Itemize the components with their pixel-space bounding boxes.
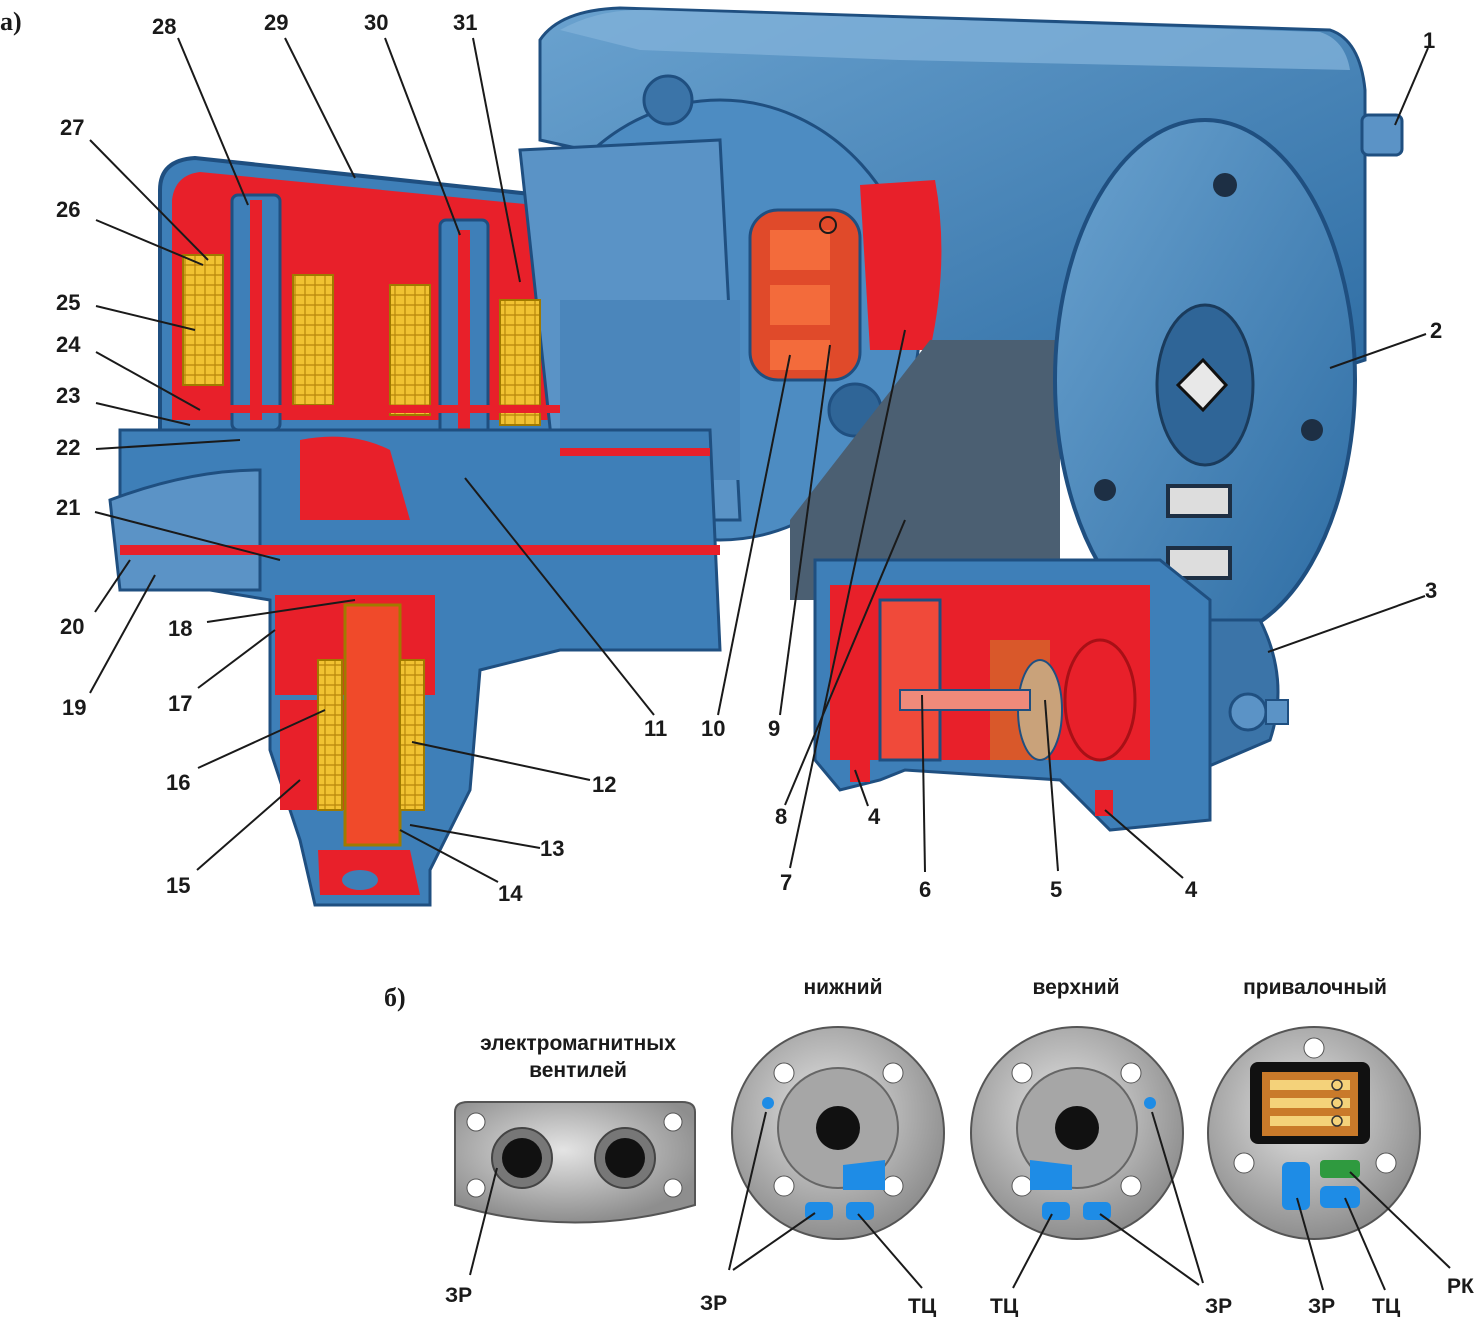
callout-30: 30	[364, 10, 388, 35]
callout-20: 20	[60, 614, 84, 639]
callout-13: 13	[540, 836, 564, 861]
callout-2: 2	[1430, 318, 1442, 343]
callout-23: 23	[56, 383, 80, 408]
callout-16: 16	[166, 770, 190, 795]
callout-17: 17	[168, 691, 192, 716]
callout-15: 15	[166, 873, 190, 898]
callout-22: 22	[56, 435, 80, 460]
callout-25: 25	[56, 290, 80, 315]
callout-5: 5	[1050, 877, 1062, 902]
callout-31: 31	[453, 10, 477, 35]
valve-body-illustration	[108, 6, 1404, 907]
callout-4-right: 4	[1185, 877, 1198, 902]
callout-4-left: 4	[868, 804, 881, 829]
flange-port-illustration	[454, 1101, 696, 1224]
callout-27: 27	[60, 115, 84, 140]
solenoid-flange-title-line1: электромагнитных	[480, 1032, 676, 1055]
attachment-flange-tc-label: ТЦ	[1372, 1295, 1401, 1317]
lower-flange-title: нижний	[804, 976, 883, 999]
upper-flange-title: верхний	[1032, 976, 1119, 999]
callout-26: 26	[56, 197, 80, 222]
solenoid-flange: электромагнитных вентилей ЗР	[445, 1032, 696, 1307]
callout-7: 7	[780, 870, 792, 895]
callout-numbers: 1 2 3 4 4 5 6 7 8 9 10 11 12 13 14 15 16…	[56, 10, 1442, 906]
callout-1: 1	[1423, 28, 1435, 53]
callout-29: 29	[264, 10, 288, 35]
attachment-flange: привалочный ЗР ТЦ РК	[1207, 976, 1474, 1317]
lower-flange: нижний ЗР ТЦ	[700, 976, 945, 1317]
callout-11: 11	[644, 716, 667, 741]
callout-19: 19	[62, 695, 86, 720]
upper-flange: верхний ТЦ ЗР	[970, 976, 1232, 1317]
section-a-label: а)	[0, 7, 22, 36]
lower-flange-zr-label: ЗР	[700, 1292, 727, 1315]
callout-6: 6	[919, 877, 931, 902]
lower-flange-tc-label: ТЦ	[908, 1295, 937, 1317]
attachment-flange-zr-label: ЗР	[1308, 1295, 1335, 1317]
solenoid-flange-zr-label: ЗР	[445, 1284, 472, 1307]
callout-28: 28	[152, 14, 176, 39]
callout-18: 18	[168, 616, 192, 641]
callout-3: 3	[1425, 578, 1437, 603]
section-b-label: б)	[384, 983, 406, 1012]
upper-flange-tc-label: ТЦ	[990, 1295, 1019, 1317]
callout-21: 21	[56, 495, 80, 520]
upper-flange-zr-label: ЗР	[1205, 1295, 1232, 1317]
callout-12: 12	[592, 772, 616, 797]
callout-8: 8	[775, 804, 787, 829]
leader-lines	[89, 37, 1429, 883]
callout-14: 14	[498, 881, 523, 906]
callout-24: 24	[56, 332, 81, 357]
callout-10: 10	[701, 716, 725, 741]
callout-9: 9	[768, 716, 780, 741]
attachment-flange-title: привалочный	[1243, 976, 1387, 999]
solenoid-flange-title-line2: вентилей	[529, 1059, 627, 1082]
attachment-flange-rk-label: РК	[1447, 1275, 1474, 1298]
